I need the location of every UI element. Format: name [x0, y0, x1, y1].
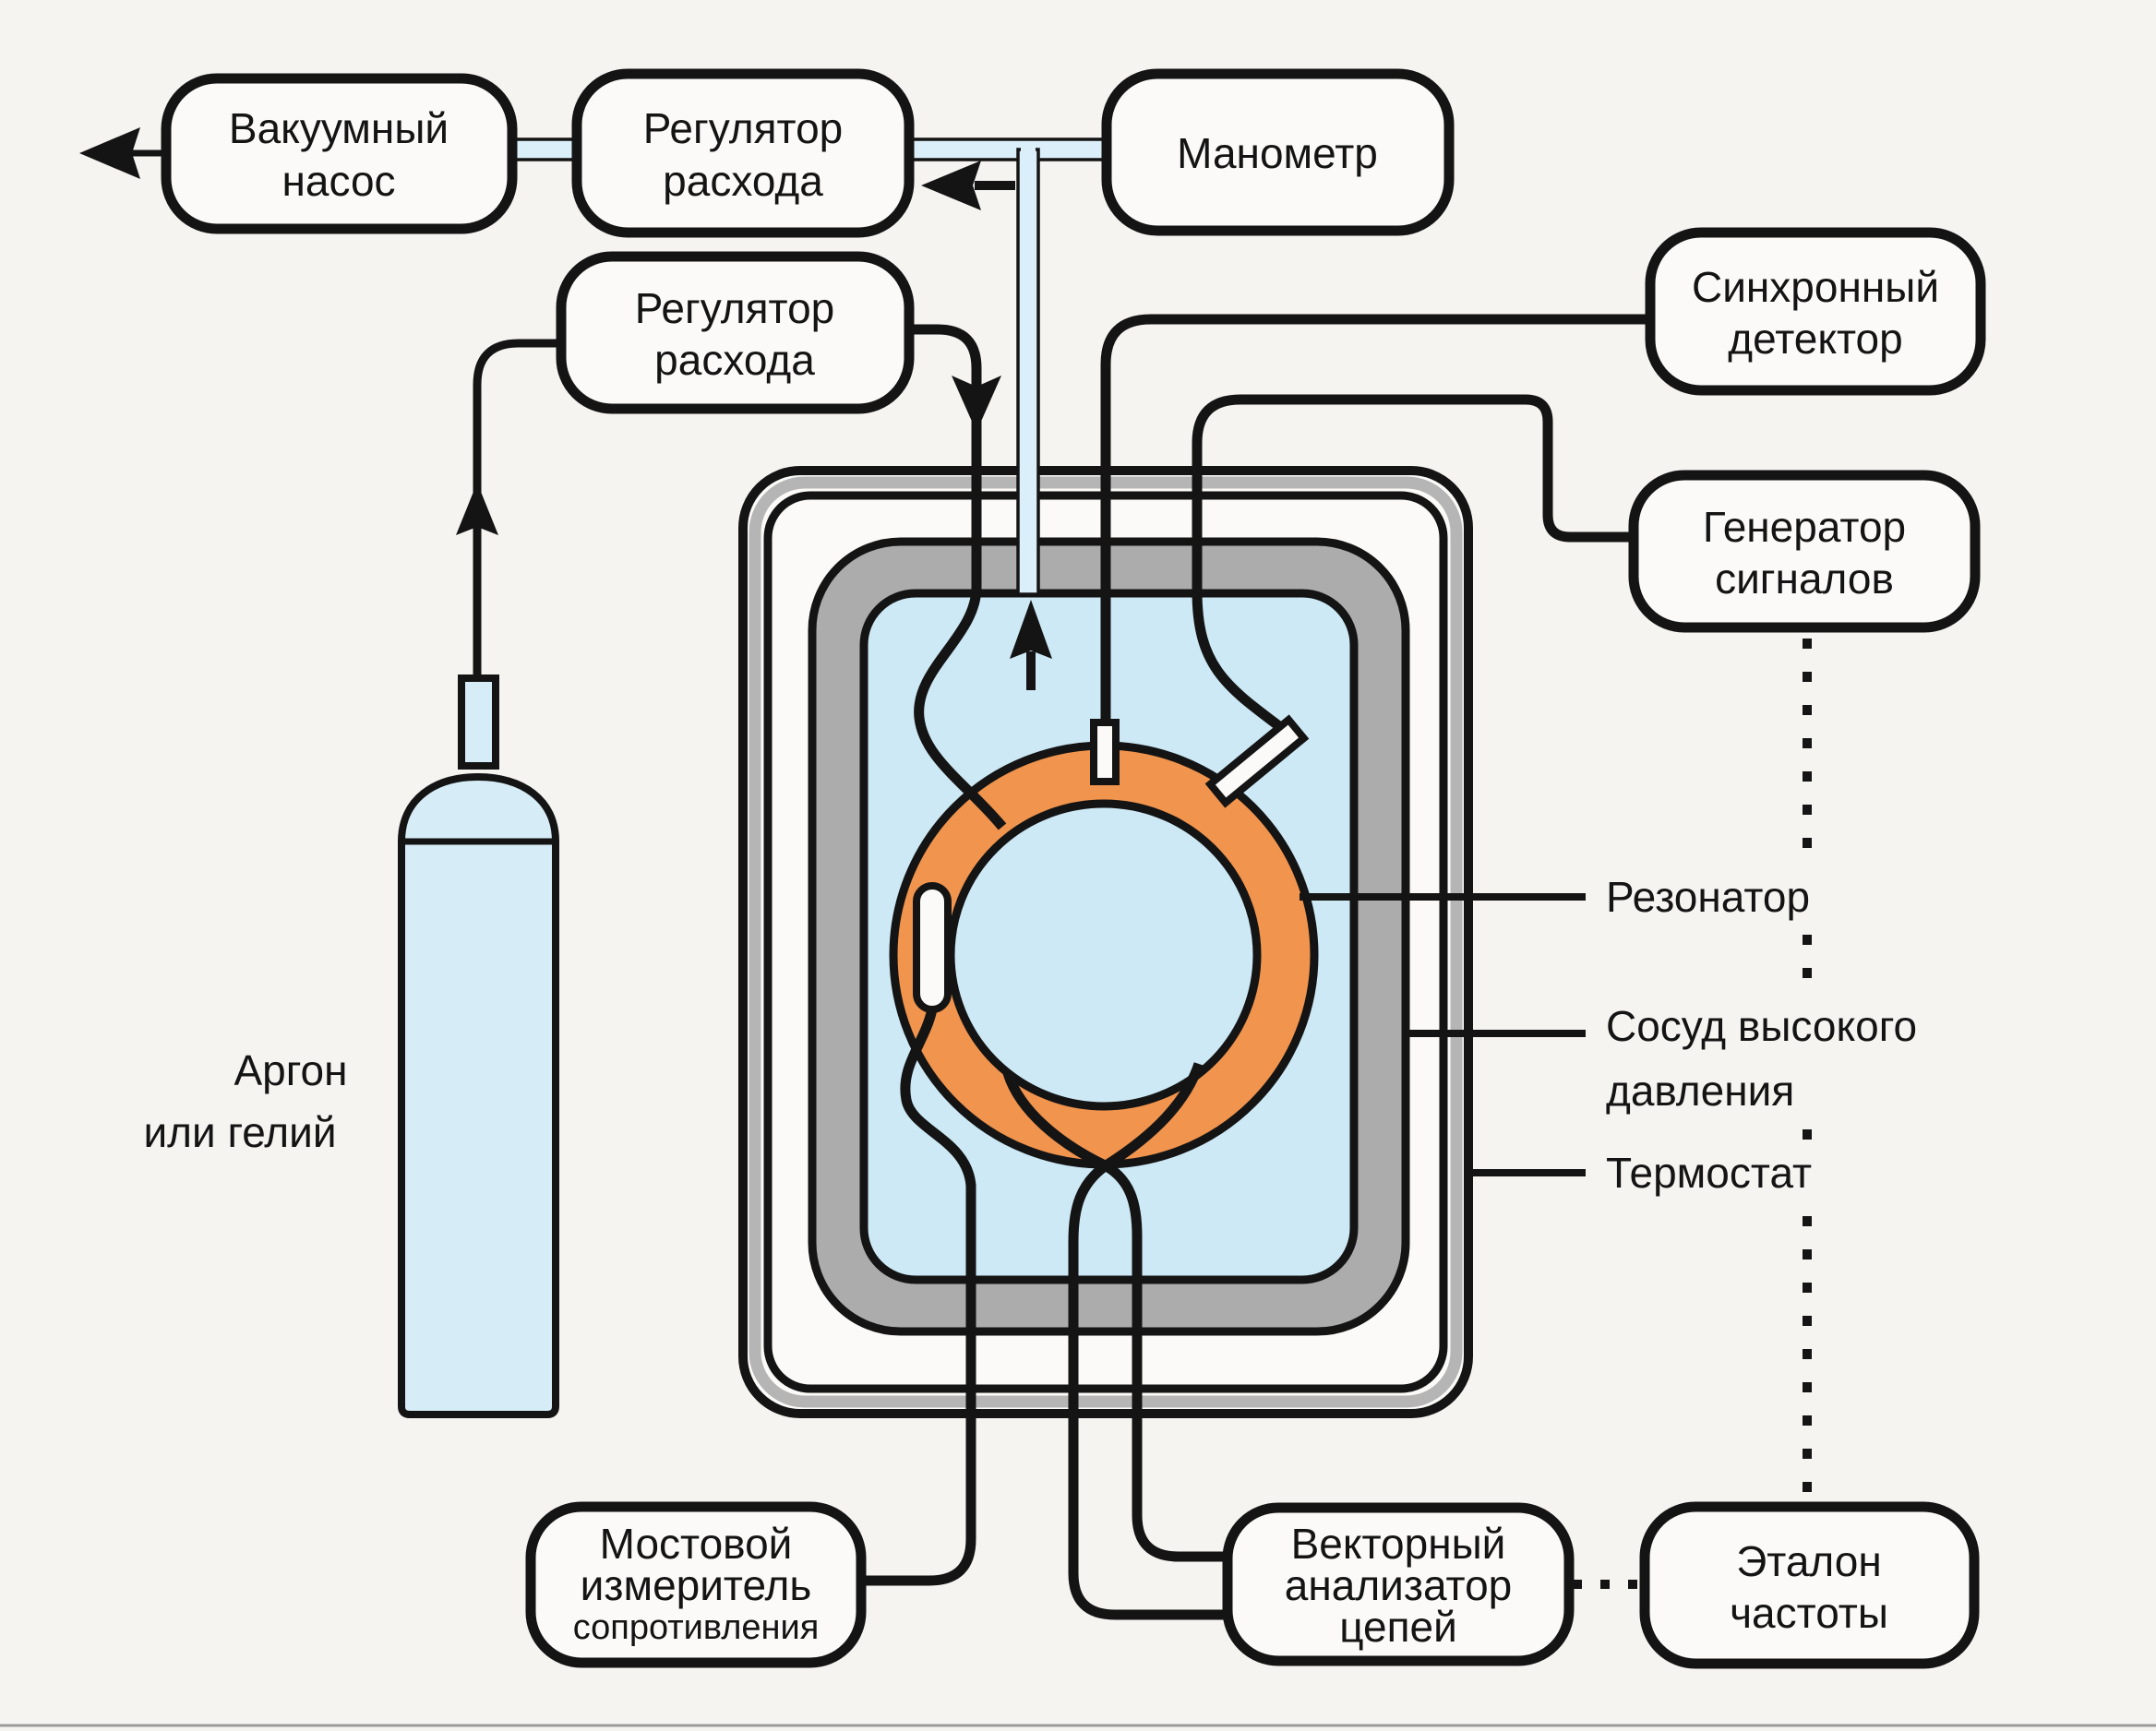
svg-text:детектор: детектор — [1728, 315, 1902, 363]
vacuum-arrow-icon — [79, 127, 140, 179]
thermostat-label: Термостат — [1606, 1149, 1812, 1197]
svg-text:Векторный: Векторный — [1291, 1520, 1506, 1568]
bridge-meter-label: Мостовой — [600, 1520, 793, 1568]
box-frequency-standard: Эталон частоты — [1639, 1501, 1980, 1669]
svg-text:расхода: расхода — [654, 336, 815, 384]
regulator-arrow-icon — [921, 161, 981, 210]
resonator-cavity — [946, 799, 1262, 1111]
svg-text:насос: насос — [281, 157, 395, 205]
flow-regulator-cylinder-label: Регулятор — [635, 284, 834, 332]
svg-text:частоты: частоты — [1730, 1589, 1888, 1637]
top-transducer — [1090, 719, 1120, 785]
side-labels: Резонатор Сосуд высокого давления Термос… — [143, 873, 1917, 1197]
flow-regulator-top-label: Регулятор — [643, 104, 843, 152]
signal-generator-label: Генератор — [1703, 503, 1906, 551]
box-signal-generator: Генератор сигналов — [1628, 470, 1981, 633]
svg-text:цепей: цепей — [1339, 1603, 1457, 1651]
svg-text:давления: давления — [1606, 1067, 1794, 1115]
pipe-tee-joint — [1021, 143, 1036, 163]
box-bridge-resistance-meter: Мостовой измеритель сопротивления — [525, 1501, 867, 1668]
svg-text:Резонатор: Резонатор — [1606, 873, 1810, 921]
sync-detector-label: Синхронный — [1692, 263, 1939, 311]
svg-text:Эталон: Эталон — [1736, 1537, 1882, 1585]
dotted-reference-lines — [1573, 639, 1812, 1589]
frequency-standard-label: Эталон — [1736, 1537, 1882, 1585]
cylinder-up-arrow-icon — [456, 483, 498, 535]
svg-text:сигналов: сигналов — [1715, 555, 1894, 603]
vent-up-arrow-icon — [1010, 600, 1052, 659]
flow-arrows — [79, 127, 1052, 690]
box-sync-detector: Синхронный детектор — [1645, 227, 1986, 396]
svg-text:Вакуумный: Вакуумный — [229, 104, 449, 152]
svg-text:Мостовой: Мостовой — [600, 1520, 793, 1568]
box-flow-regulator-top: Регулятор расхода — [571, 68, 915, 238]
box-vacuum-pump: Вакуумный насос — [161, 73, 518, 234]
svg-text:Регулятор: Регулятор — [643, 104, 843, 152]
vertical-gas-pipe — [1016, 148, 1040, 596]
component-boxes: Вакуумный насос Регулятор расхода Маноме… — [161, 68, 1986, 1669]
sync-detector-cable — [1100, 314, 1650, 722]
resonator-ring — [889, 741, 1319, 1169]
gas-type-label: Аргон — [234, 1046, 347, 1094]
resonator-label: Резонатор — [1606, 873, 1810, 921]
svg-text:Аргон: Аргон — [234, 1046, 347, 1094]
vna-cable-lower — [1068, 1062, 1228, 1620]
svg-text:Манометр: Манометр — [1177, 129, 1378, 177]
signal-generator-cable — [1192, 394, 1634, 739]
gas-inlet-line — [909, 324, 1007, 830]
vna-label: Векторный — [1291, 1520, 1506, 1568]
transducers — [913, 714, 1310, 1013]
thermometer-capsule — [913, 882, 952, 1013]
cylinder-supply-line — [473, 339, 561, 724]
svg-text:Генератор: Генератор — [1703, 503, 1906, 551]
svg-text:сопротивления: сопротивления — [573, 1608, 820, 1647]
manometer-label: Манометр — [1177, 129, 1378, 177]
svg-text:расхода: расхода — [663, 157, 823, 205]
cylinder-body — [398, 772, 559, 1418]
svg-text:Синхронный: Синхронный — [1692, 263, 1939, 311]
connection-lines — [473, 314, 1650, 1620]
vna-cable-upper — [1002, 1071, 1228, 1562]
box-flow-regulator-cylinder: Регулятор расхода — [556, 251, 915, 414]
svg-text:Регулятор: Регулятор — [635, 284, 834, 332]
svg-text:или гелий: или гелий — [143, 1108, 336, 1156]
box-manometer: Манометр — [1101, 68, 1455, 236]
svg-text:анализатор: анализатор — [1285, 1561, 1513, 1609]
vacuum-pump-label: Вакуумный — [229, 104, 449, 152]
diagonal-transducer — [1204, 714, 1310, 808]
pressure-vessel-label: Сосуд высокого — [1606, 1002, 1917, 1050]
svg-text:Сосуд высокого: Сосуд высокого — [1606, 1002, 1917, 1050]
box-vector-network-analyzer: Векторный анализатор цепей — [1222, 1502, 1575, 1666]
svg-text:Термостат: Термостат — [1606, 1149, 1812, 1197]
cylinder-valve — [458, 674, 499, 770]
svg-text:измеритель: измеритель — [581, 1561, 812, 1609]
thermometer-cable — [861, 1008, 976, 1586]
gas-down-arrow-icon — [952, 376, 1001, 432]
label-leaders — [1300, 893, 1586, 1176]
gas-cylinder — [398, 674, 559, 1418]
